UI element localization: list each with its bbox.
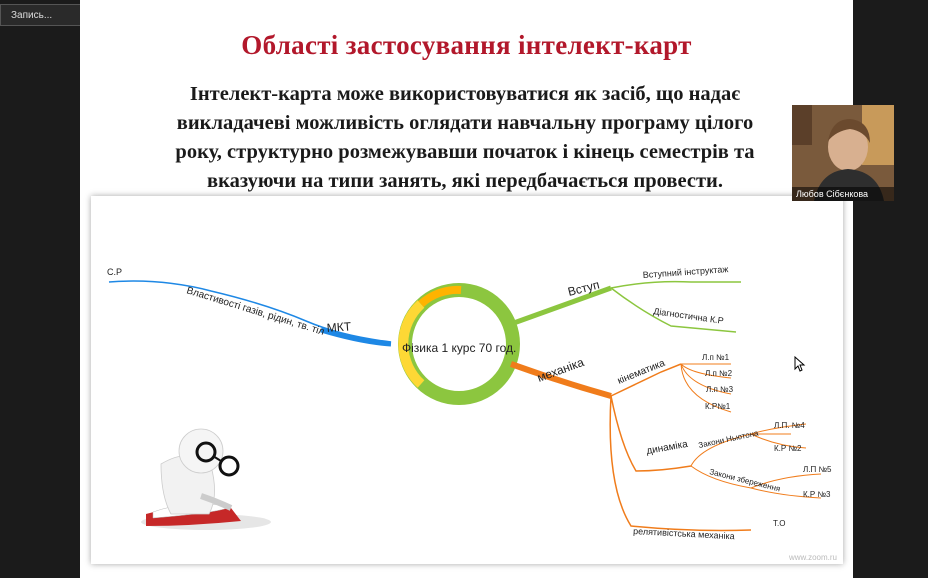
reading-figure-illustration bbox=[141, 428, 271, 530]
kin-item: Л.п №3 bbox=[706, 385, 734, 394]
center-node-ring-orange bbox=[418, 285, 462, 308]
vstup-branch-bottom bbox=[610, 287, 737, 333]
body-line: викладачеві можливість оглядати навчальн… bbox=[176, 112, 754, 134]
body-line: року, структурно розмежувавши початок і … bbox=[175, 141, 755, 163]
mouse-cursor-icon bbox=[794, 356, 806, 372]
body-line: вказуючи на типи занять, які передбачаєт… bbox=[207, 170, 723, 192]
kr-2-label: К.Р №2 bbox=[774, 444, 802, 453]
properties-label: Властивості газів, рідин, тв. тіл bbox=[185, 285, 326, 338]
lab-5-label: Л.П №5 bbox=[803, 465, 832, 474]
lab-4-label: Л.П. №4 bbox=[774, 421, 805, 430]
kin-leaves bbox=[680, 363, 732, 413]
right-panel-background bbox=[853, 0, 928, 578]
slide-body: Інтелект-карта може використовуватися як… bbox=[110, 80, 820, 196]
sr-label: С.Р bbox=[107, 267, 122, 277]
rel-line bbox=[609, 395, 752, 532]
vstup-item-1: Вступний інструктаж bbox=[642, 264, 728, 280]
watermark-text: www.zoom.ru bbox=[788, 553, 837, 562]
participant-video-tile[interactable]: Любов Сібєнкова bbox=[792, 105, 894, 201]
din-laws2-lines bbox=[690, 465, 822, 499]
to-label: Т.О bbox=[773, 519, 785, 528]
kin-item: К.Р№1 bbox=[705, 402, 731, 411]
vstup-branch-line bbox=[510, 285, 612, 327]
body-line: Інтелект-карта може використовуватися як… bbox=[189, 83, 741, 105]
kin-item: Л.п №1 bbox=[702, 353, 730, 362]
mind-map-image: С.Р Властивості газів, рідин, тв. тіл МК… bbox=[91, 196, 843, 564]
recording-indicator[interactable]: Запись... bbox=[0, 4, 82, 26]
participant-name: Любов Сібєнкова bbox=[792, 187, 894, 201]
din-line bbox=[610, 395, 692, 472]
vstup-branch-top bbox=[610, 280, 741, 289]
presentation-slide: Області застосування інтелект-карт Інтел… bbox=[80, 0, 853, 578]
mkt-branch-line bbox=[108, 280, 392, 343]
mekh-branch-line bbox=[509, 361, 612, 399]
participant-video bbox=[792, 105, 894, 201]
mind-map-svg: С.Р Властивості газів, рідин, тв. тіл МК… bbox=[107, 264, 837, 562]
mkt-label: МКТ bbox=[326, 319, 352, 335]
din-label: динаміка bbox=[646, 439, 689, 457]
kr-3-label: К.Р №3 bbox=[803, 490, 831, 499]
newton-laws-label: Закони Ньютона bbox=[698, 428, 760, 450]
center-node-label: Фізика 1 курс 70 год. bbox=[402, 341, 516, 355]
mkt-branch-stem bbox=[320, 327, 392, 347]
din-laws1-lines bbox=[690, 423, 807, 467]
kin-item: Л.п №2 bbox=[705, 369, 733, 378]
rel-label: релятивістська механіка bbox=[633, 526, 735, 541]
kin-line bbox=[610, 363, 682, 397]
recording-label: Запись... bbox=[11, 10, 53, 21]
slide-title: Області застосування інтелект-карт bbox=[241, 30, 692, 60]
center-node-ring-yellow bbox=[398, 300, 425, 388]
